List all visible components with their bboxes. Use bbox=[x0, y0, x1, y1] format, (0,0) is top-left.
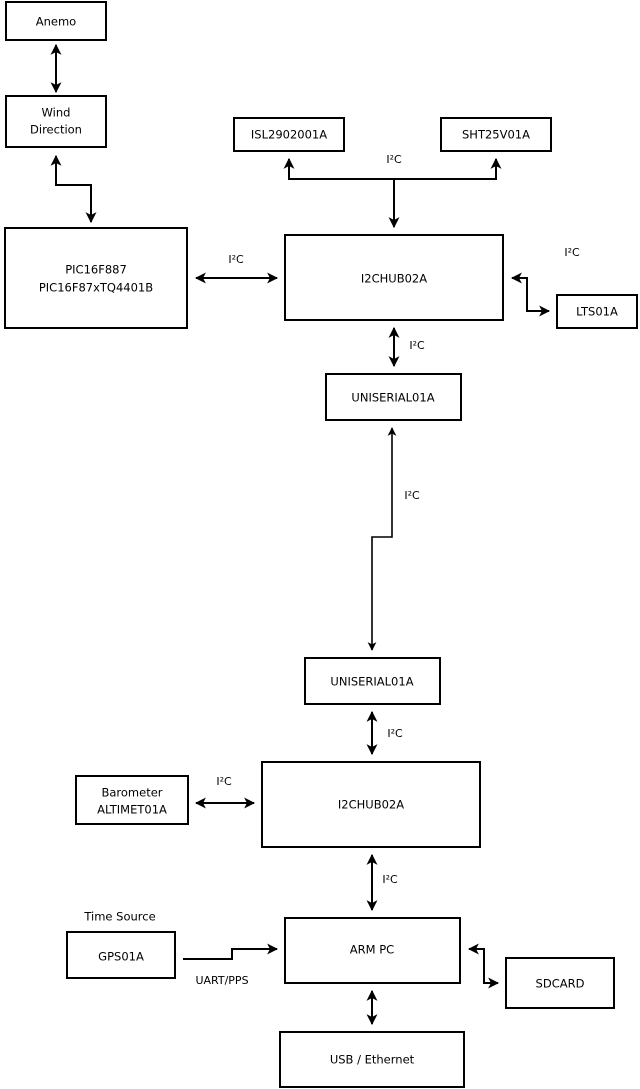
node-gps01a-box[interactable] bbox=[66, 931, 176, 979]
node-i2chub02a-top-label: I2CHUB02A bbox=[361, 272, 427, 286]
node-pic-microcontroller[interactable]: PIC16F887 PIC16F87xTQ4401B bbox=[4, 227, 188, 329]
edge-label-layer: I²C I²C I²C I²C I²C I²C I²C I²C UART/PPS bbox=[195, 153, 580, 987]
node-isl2902001a-box[interactable] bbox=[233, 117, 345, 152]
node-barometer-altimet01a[interactable]: Barometer ALTIMET01A bbox=[75, 775, 189, 825]
node-sht25v01a[interactable]: SHT25V01A bbox=[440, 117, 552, 152]
node-isl2902001a-label: ISL2902001A bbox=[251, 128, 327, 142]
label-time-source: Time Source bbox=[83, 910, 155, 924]
node-sdcard-label: SDCARD bbox=[536, 977, 585, 991]
node-usb-ethernet[interactable]: USB / Ethernet bbox=[279, 1031, 465, 1088]
node-uniserial01a-top-label: UNISERIAL01A bbox=[351, 391, 434, 405]
free-label-layer: Time Source bbox=[83, 910, 155, 924]
node-barometer-altimet01a-box[interactable] bbox=[75, 775, 189, 825]
node-lts01a[interactable]: LTS01A bbox=[556, 294, 638, 329]
edge-label-i2c-pic-hub: I²C bbox=[228, 253, 244, 266]
edge-label-i2c-uniserial-link: I²C bbox=[404, 489, 420, 502]
node-pic-microcontroller-label-line1: PIC16F887 bbox=[65, 263, 127, 277]
node-anemo[interactable]: Anemo bbox=[5, 1, 107, 41]
node-anemo-box[interactable] bbox=[5, 1, 107, 41]
edge-gps01a-arm-pc bbox=[183, 943, 279, 960]
node-arm-pc-label: ARM PC bbox=[350, 943, 394, 957]
edge-uniserial-top-uniserial-bottom bbox=[367, 427, 397, 651]
node-sht25v01a-box[interactable] bbox=[440, 117, 552, 152]
edge-label-i2c-hub-arm-pc: I²C bbox=[382, 873, 398, 886]
node-arm-pc-box[interactable] bbox=[284, 917, 461, 984]
edge-i2chub-top-sht25v01a bbox=[394, 157, 502, 180]
node-barometer-altimet01a-label-line1: Barometer bbox=[101, 786, 162, 800]
edge-label-i2c-lts01a: I²C bbox=[564, 246, 580, 259]
node-i2chub02a-top-box[interactable] bbox=[284, 234, 504, 321]
node-i2chub02a-bottom-label: I2CHUB02A bbox=[338, 798, 404, 812]
node-uniserial01a-top[interactable]: UNISERIAL01A bbox=[325, 373, 462, 421]
node-pic-microcontroller-label-line2: PIC16F87xTQ4401B bbox=[39, 281, 153, 295]
node-layer: Anemo Wind Direction PIC16F887 PIC16F87x… bbox=[4, 1, 638, 1088]
node-i2chub02a-bottom[interactable]: I2CHUB02A bbox=[261, 761, 481, 848]
node-gps01a-label: GPS01A bbox=[98, 950, 144, 964]
edge-arm-pc-sdcard bbox=[467, 943, 500, 989]
node-uniserial01a-bottom-box[interactable] bbox=[304, 657, 441, 705]
node-lts01a-label: LTS01A bbox=[576, 305, 618, 319]
edge-i2chub-top-lts01a bbox=[510, 272, 551, 317]
node-wind-direction[interactable]: Wind Direction bbox=[5, 95, 107, 148]
node-gps01a[interactable]: GPS01A bbox=[66, 931, 176, 979]
edge-label-i2c-sensor-bus: I²C bbox=[386, 153, 402, 166]
node-wind-direction-box[interactable] bbox=[5, 95, 107, 148]
node-uniserial01a-bottom-label: UNISERIAL01A bbox=[330, 675, 413, 689]
node-sdcard[interactable]: SDCARD bbox=[505, 957, 615, 1009]
node-lts01a-box[interactable] bbox=[556, 294, 638, 329]
edge-label-i2c-uniserial-hub: I²C bbox=[387, 727, 403, 740]
node-i2chub02a-top[interactable]: I2CHUB02A bbox=[284, 234, 504, 321]
node-usb-ethernet-label: USB / Ethernet bbox=[330, 1053, 415, 1067]
node-i2chub02a-bottom-box[interactable] bbox=[261, 761, 481, 848]
edge-pic-wind-direction bbox=[50, 154, 97, 224]
node-uniserial01a-top-box[interactable] bbox=[325, 373, 462, 421]
node-isl2902001a[interactable]: ISL2902001A bbox=[233, 117, 345, 152]
node-usb-ethernet-box[interactable] bbox=[279, 1031, 465, 1088]
node-wind-direction-label-line1: Wind bbox=[42, 106, 71, 120]
edge-i2chub-top-isl2902001a bbox=[283, 157, 395, 227]
node-wind-direction-label-line2: Direction bbox=[30, 123, 82, 137]
node-sdcard-box[interactable] bbox=[505, 957, 615, 1009]
node-arm-pc[interactable]: ARM PC bbox=[284, 917, 461, 984]
edge-label-uart-pps: UART/PPS bbox=[195, 974, 248, 987]
node-pic-microcontroller-box[interactable] bbox=[4, 227, 188, 329]
node-anemo-label: Anemo bbox=[36, 15, 76, 29]
node-barometer-altimet01a-label-line2: ALTIMET01A bbox=[97, 803, 167, 817]
node-sht25v01a-label: SHT25V01A bbox=[462, 128, 530, 142]
edge-label-i2c-hub-uniserial: I²C bbox=[409, 339, 425, 352]
edge-layer bbox=[50, 43, 551, 1026]
node-uniserial01a-bottom[interactable]: UNISERIAL01A bbox=[304, 657, 441, 705]
edge-label-i2c-barometer: I²C bbox=[216, 775, 232, 788]
